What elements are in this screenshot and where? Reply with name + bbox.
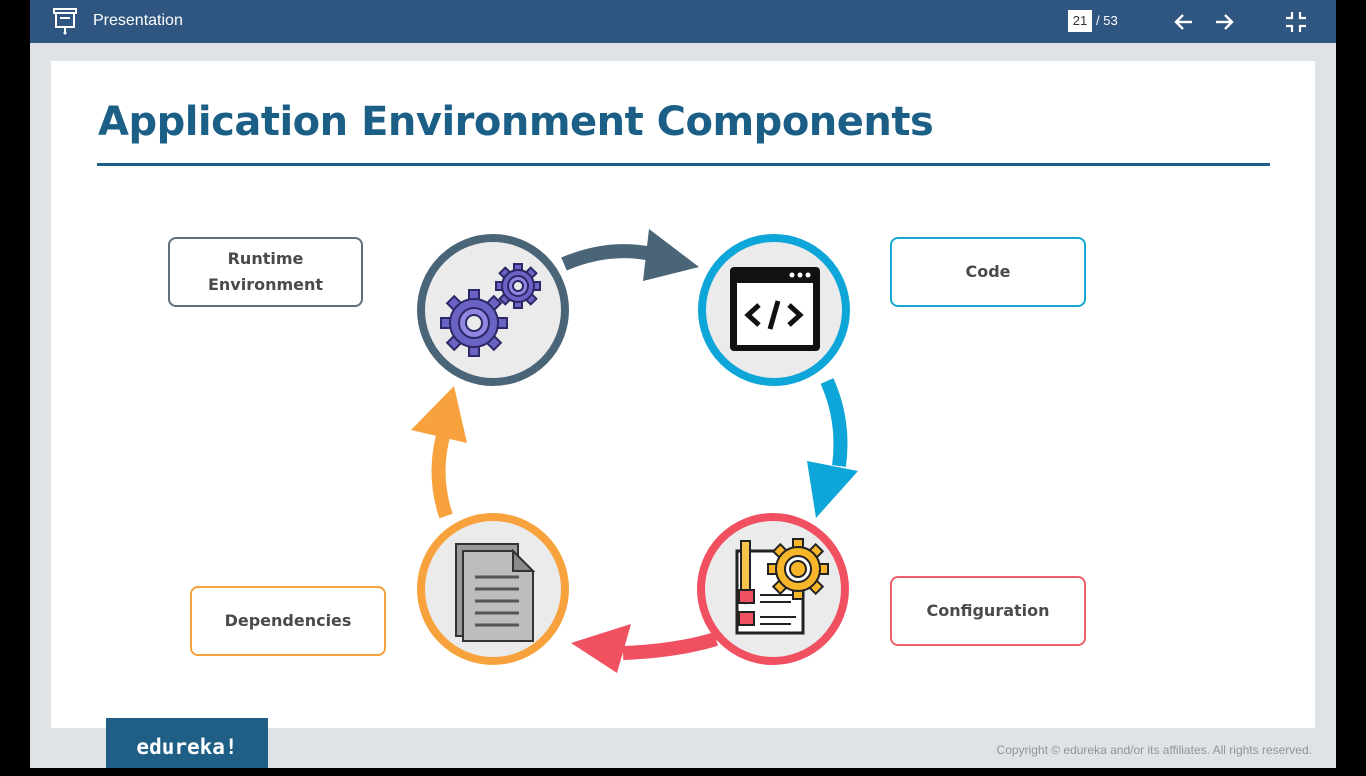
exit-fullscreen-button[interactable] (1283, 9, 1309, 35)
runtime-environment-label: Runtime Environment (168, 237, 363, 307)
gears-icon (440, 263, 541, 357)
next-slide-button[interactable] (1211, 9, 1237, 35)
collapse-icon (1286, 12, 1306, 32)
copyright-text: Copyright © edureka and/or its affiliate… (996, 743, 1312, 757)
configuration-label: Configuration (890, 576, 1086, 646)
title-underline (97, 163, 1270, 166)
edureka-logo: edureka! (106, 718, 268, 768)
viewer-toolbar: Presentation 21 / 53 (30, 0, 1336, 43)
viewer-title: Presentation (93, 12, 183, 29)
arrow-runtime-to-code (561, 229, 699, 281)
cycle-diagram (411, 229, 858, 673)
arrow-right-icon (1216, 14, 1234, 30)
presentation-viewer: Presentation 21 / 53 Application En (30, 0, 1336, 768)
dependencies-label: Dependencies (190, 586, 386, 656)
arrow-configuration-to-dependencies (571, 624, 719, 673)
documents-icon (455, 543, 536, 642)
previous-slide-button[interactable] (1171, 9, 1197, 35)
arrow-code-to-configuration (807, 378, 858, 518)
arrow-left-icon (1174, 14, 1192, 30)
slide-title: Application Environment Components (98, 99, 934, 145)
arrow-dependencies-to-runtime (411, 386, 467, 519)
configuration-icon (735, 538, 829, 635)
page-total: / 53 (1096, 13, 1118, 28)
presentation-icon (53, 8, 77, 35)
page-number-input[interactable]: 21 (1068, 10, 1092, 32)
code-label: Code (890, 237, 1086, 307)
code-window-icon (730, 267, 820, 351)
slide-canvas: Application Environment Components (51, 61, 1315, 728)
